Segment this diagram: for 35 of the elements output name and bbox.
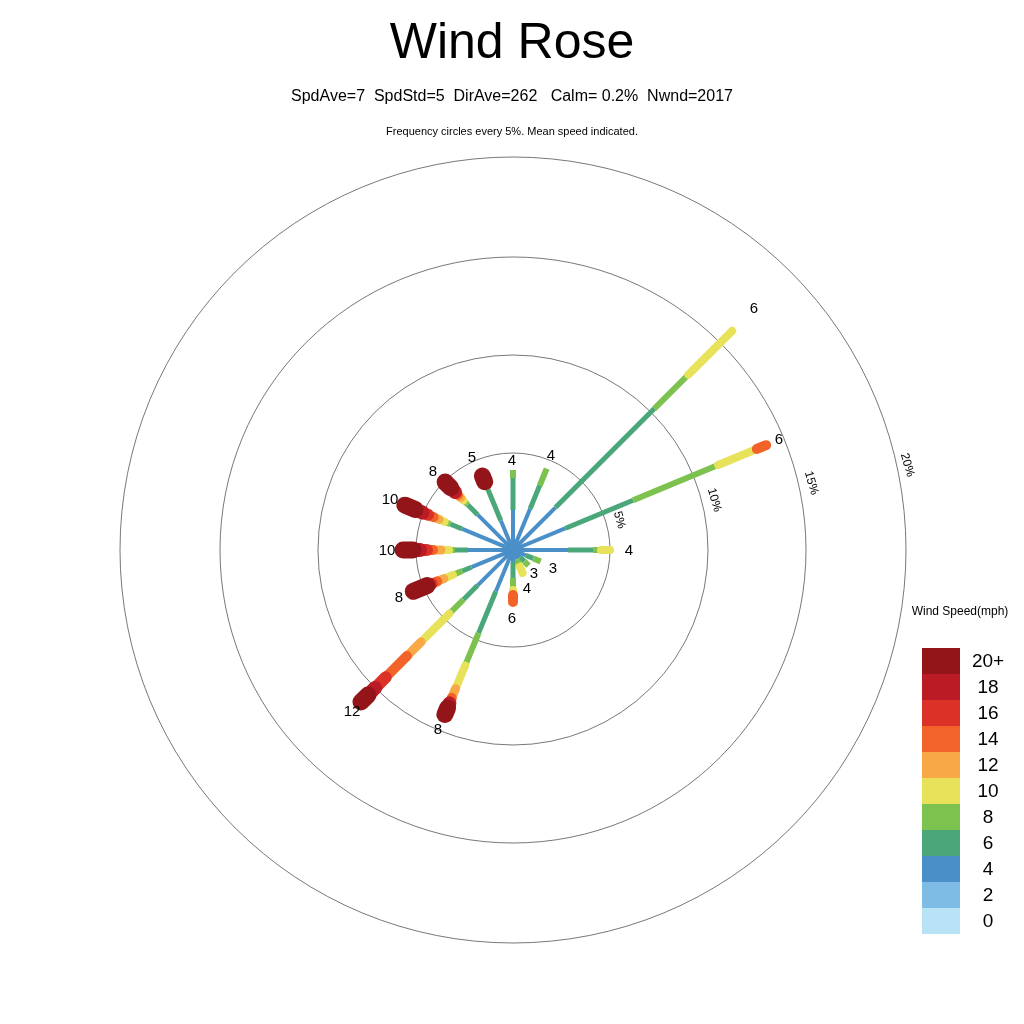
mean-speed-label: 6: [774, 430, 784, 448]
mean-speed-label: 8: [433, 720, 443, 738]
legend-label: 14: [976, 727, 1000, 751]
legend-label: 0: [981, 909, 995, 933]
legend-label: 10: [976, 779, 1000, 803]
legend-label: 12: [976, 753, 1000, 777]
mean-speed-label: 8: [428, 462, 438, 480]
frequency-ring-label: 10%: [704, 486, 724, 514]
mean-speed-label: 3: [548, 559, 558, 577]
mean-speed-label: 4: [522, 579, 532, 597]
mean-speed-label: 10: [381, 490, 399, 508]
chart-title: Wind Rose: [388, 12, 636, 70]
chart-note: Frequency circles every 5%. Mean speed indicated.: [386, 124, 638, 138]
mean-speed-label: 4: [546, 446, 556, 464]
mean-speed-label: 12: [343, 702, 361, 720]
legend-label: 16: [976, 701, 1000, 725]
legend-label: 6: [981, 831, 995, 855]
frequency-ring-label: 20%: [897, 451, 917, 479]
mean-speed-label: 6: [507, 609, 517, 627]
statistics-line: SpdAve=7 SpdStd=5 DirAve=262 Calm= 0.2% Nwnd=2017: [291, 86, 733, 106]
legend-label: 8: [981, 805, 995, 829]
legend-label: 20+: [970, 649, 1006, 673]
mean-speed-label: 5: [467, 448, 477, 466]
mean-speed-label: 6: [749, 299, 759, 317]
mean-speed-label: 8: [394, 588, 404, 606]
frequency-ring-label: 15%: [801, 469, 821, 497]
mean-speed-label: 3: [529, 564, 539, 582]
legend-title: Wind Speed(mph): [911, 605, 1009, 619]
frequency-ring-label: 5%: [610, 509, 628, 531]
mean-speed-label: 10: [378, 541, 396, 559]
legend-label: 4: [981, 857, 995, 881]
legend-label: 18: [976, 675, 1000, 699]
mean-speed-label: 4: [624, 541, 634, 559]
mean-speed-label: 4: [507, 451, 517, 469]
legend-label: 2: [981, 883, 995, 907]
